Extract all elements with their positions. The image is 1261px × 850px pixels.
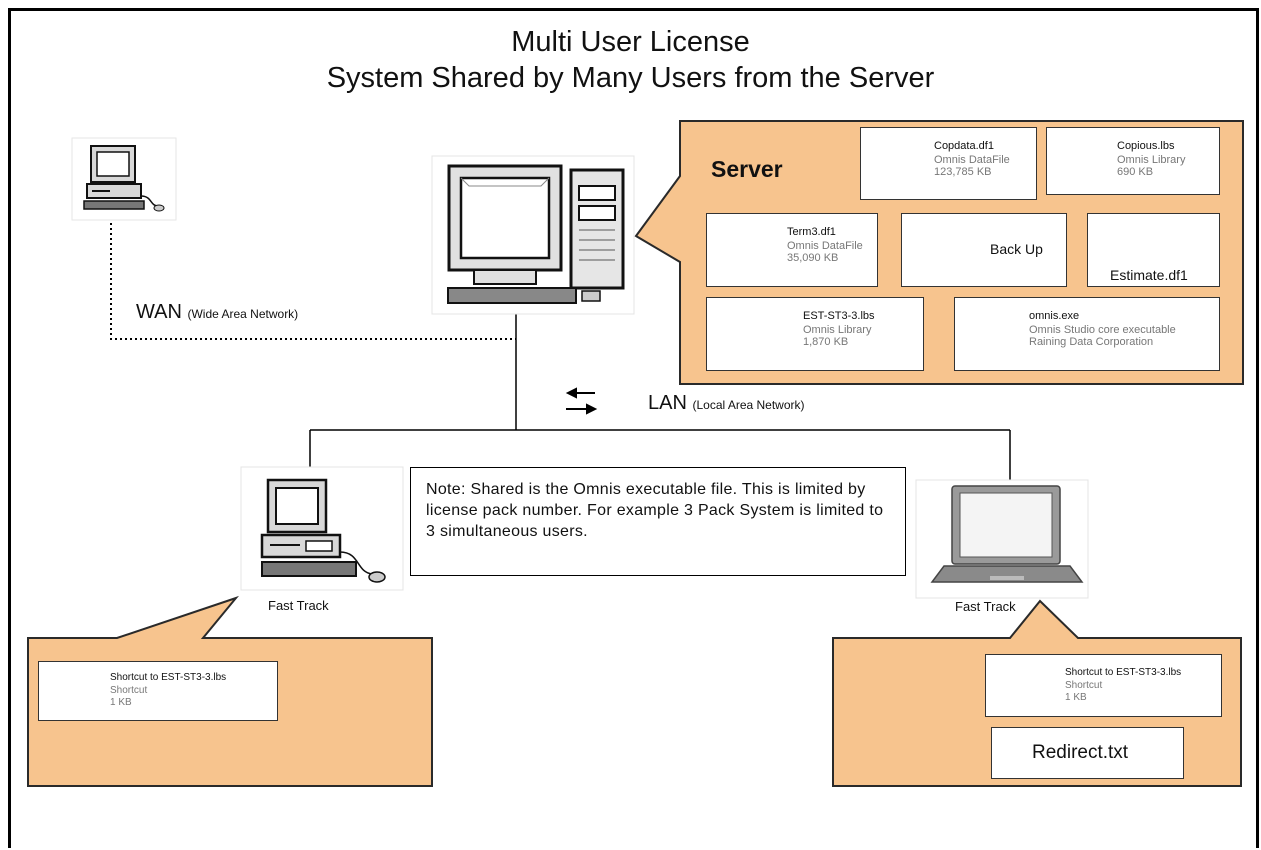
folder-name: Back Up bbox=[990, 241, 1043, 257]
file-type: Shortcut bbox=[110, 685, 148, 696]
wan-connection bbox=[110, 218, 516, 340]
file-item-omnis-exe[interactable]: omnis.exe Omnis Studio core executable R… bbox=[954, 297, 1220, 371]
file-type: Omnis Library bbox=[803, 324, 872, 336]
client-right-label: Fast Track bbox=[955, 599, 1016, 614]
file-size: 1,870 KB bbox=[803, 336, 849, 348]
diagram-title: Multi User License bbox=[511, 26, 750, 58]
file-type: Omnis DataFile bbox=[934, 154, 1010, 166]
file-size: 35,090 KB bbox=[787, 252, 839, 264]
file-name: omnis.exe bbox=[1029, 310, 1080, 322]
diagram-frame bbox=[8, 8, 1259, 848]
file-name: Term3.df1 bbox=[787, 226, 836, 238]
client-left-label: Fast Track bbox=[268, 598, 329, 613]
file-name: Shortcut to EST-ST3-3.lbs bbox=[1065, 667, 1182, 678]
lan-text: LAN bbox=[648, 392, 687, 414]
file-name: EST-ST3-3.lbs bbox=[803, 310, 875, 322]
lan-arrows-icon bbox=[565, 387, 598, 415]
file-item-est-st3[interactable]: EST-ST3-3.lbs Omnis Library 1,870 KB bbox=[706, 297, 924, 371]
file-size: 1 KB bbox=[110, 697, 132, 708]
client-laptop-icon bbox=[915, 479, 1089, 599]
file-item-estimate[interactable]: Estimate.df1 bbox=[1087, 213, 1220, 287]
wan-label: WAN (Wide Area Network) bbox=[136, 301, 298, 324]
remote-computer-icon bbox=[71, 137, 177, 221]
file-size: 123,785 KB bbox=[934, 166, 992, 178]
diagram-subtitle: System Shared by Many Users from the Ser… bbox=[326, 62, 935, 94]
file-company: Raining Data Corporation bbox=[1029, 336, 1154, 348]
file-name: Shortcut to EST-ST3-3.lbs bbox=[110, 672, 227, 683]
redirect-file-item[interactable]: Redirect.txt bbox=[991, 727, 1184, 779]
server-computer-icon bbox=[431, 155, 635, 315]
file-name: Redirect.txt bbox=[1032, 742, 1129, 763]
file-type: Omnis Library bbox=[1117, 154, 1186, 166]
file-item-term3[interactable]: Term3.df1 Omnis DataFile 35,090 KB bbox=[706, 213, 878, 287]
wan-subtext: (Wide Area Network) bbox=[187, 307, 299, 321]
file-item-backup-folder[interactable]: Back Up bbox=[901, 213, 1067, 287]
lan-subtext: (Local Area Network) bbox=[692, 398, 805, 412]
file-item-copious[interactable]: Copious.lbs Omnis Library 690 KB bbox=[1046, 127, 1220, 195]
wan-text: WAN bbox=[136, 301, 182, 323]
server-label: Server bbox=[711, 156, 783, 182]
file-type: Omnis Studio core executable bbox=[1029, 324, 1176, 336]
file-name: Copious.lbs bbox=[1117, 140, 1175, 152]
file-name: Copdata.df1 bbox=[934, 140, 994, 152]
shortcut-item-left[interactable]: Shortcut to EST-ST3-3.lbs Shortcut 1 KB bbox=[38, 661, 278, 721]
file-type: Shortcut bbox=[1065, 680, 1103, 691]
file-size: 690 KB bbox=[1117, 166, 1154, 178]
shortcut-item-right[interactable]: Shortcut to EST-ST3-3.lbs Shortcut 1 KB bbox=[985, 654, 1222, 717]
file-item-copdata[interactable]: Copdata.df1 Omnis DataFile 123,785 KB bbox=[860, 127, 1037, 200]
file-type: Omnis DataFile bbox=[787, 240, 863, 252]
client-desktop-icon bbox=[240, 466, 404, 591]
license-note: Note: Shared is the Omnis executable fil… bbox=[410, 467, 906, 576]
file-size: 1 KB bbox=[1065, 692, 1087, 703]
file-name: Estimate.df1 bbox=[1110, 267, 1188, 283]
lan-label: LAN (Local Area Network) bbox=[648, 392, 805, 415]
